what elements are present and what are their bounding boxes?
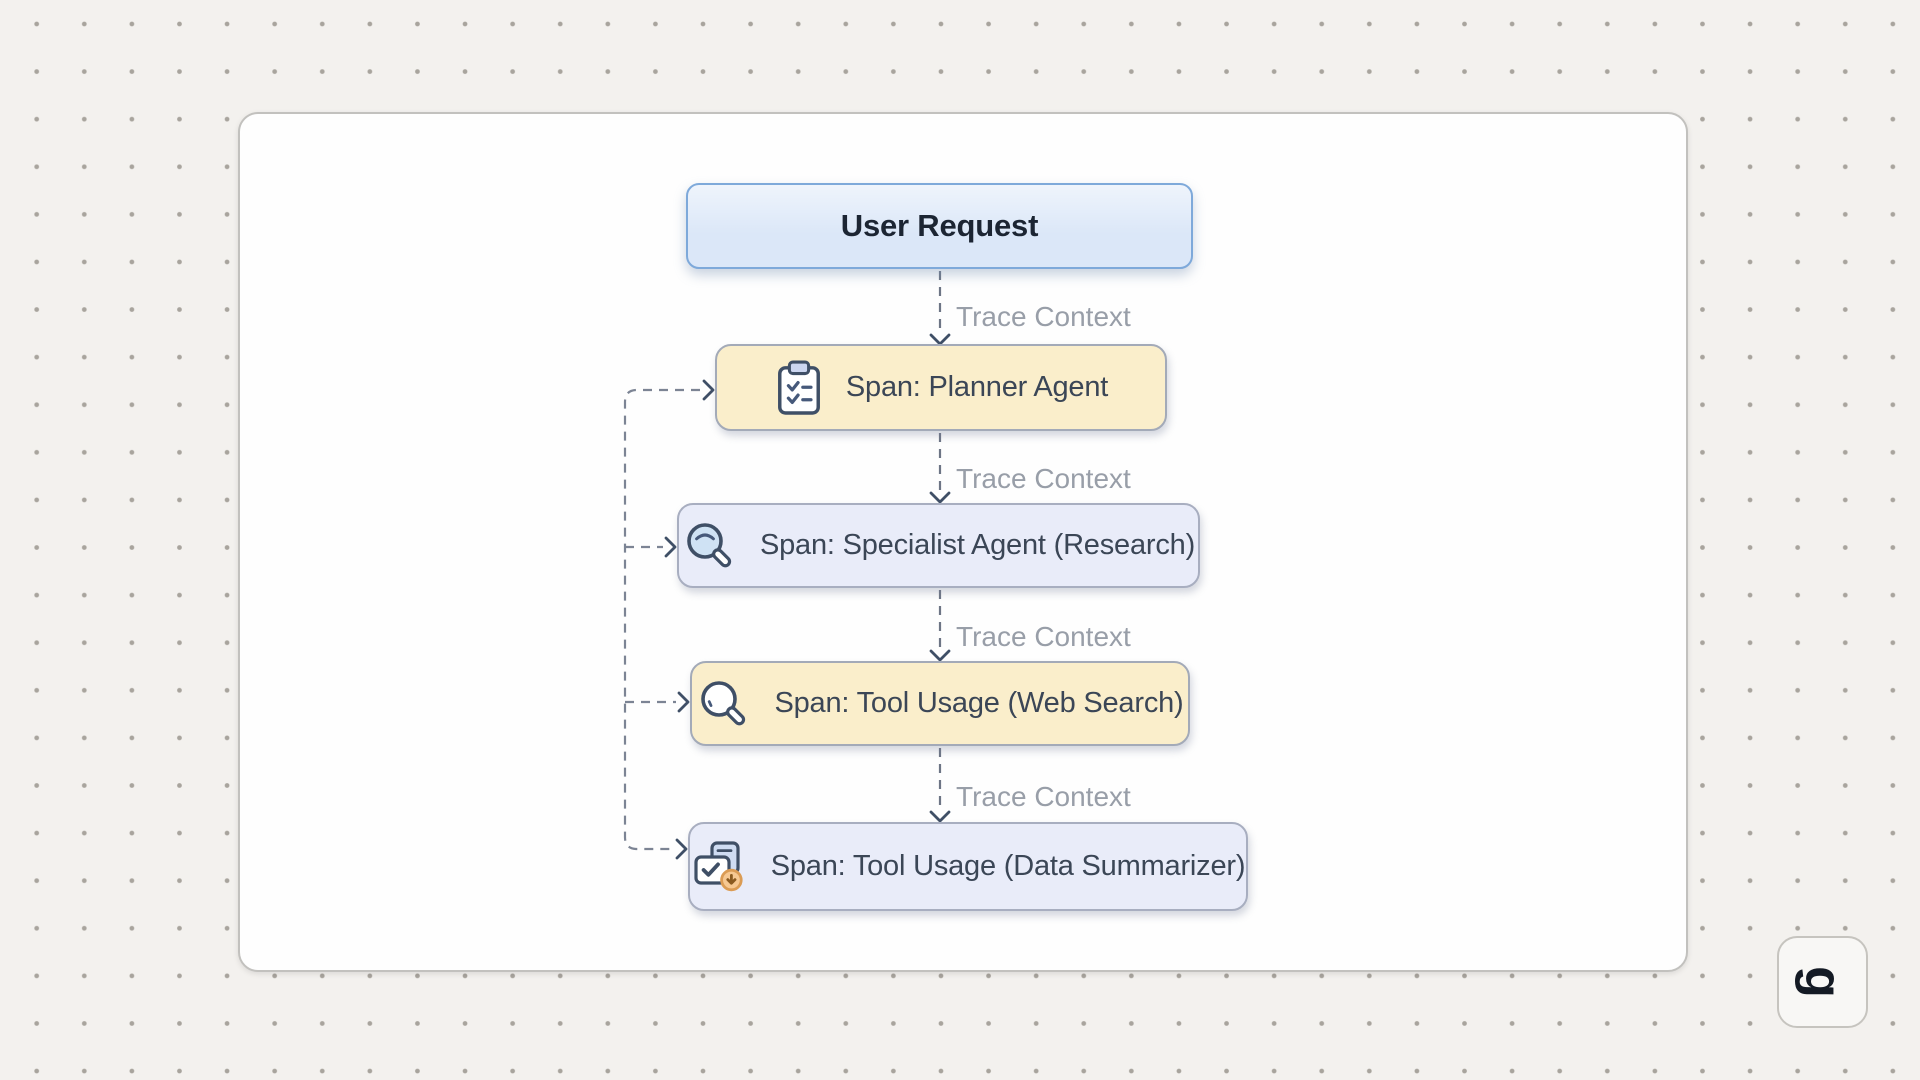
magnifier-icon [696, 678, 752, 730]
node-label: Span: Tool Usage (Web Search) [774, 687, 1184, 719]
node-span-specialist-agent-research: Span: Specialist Agent (Research) [677, 503, 1200, 588]
gamma-watermark-badge[interactable]: g [1777, 936, 1868, 1028]
node-span-planner-agent: Span: Planner Agent [715, 344, 1167, 431]
node-label: User Request [840, 208, 1039, 243]
magnifier-icon [682, 520, 738, 572]
node-user-request: User Request [686, 183, 1193, 269]
node-span-tool-usage-web-search: Span: Tool Usage (Web Search) [690, 661, 1190, 746]
node-label: Span: Tool Usage (Data Summarizer) [770, 850, 1246, 882]
edge-label-trace-context-4: Trace Context [956, 781, 1131, 812]
clipboard-checklist-icon [774, 359, 824, 417]
edge-label-trace-context-1: Trace Context [956, 301, 1131, 332]
node-label: Span: Specialist Agent (Research) [759, 529, 1196, 561]
node-span-tool-usage-data-summarizer: Span: Tool Usage (Data Summarizer) [688, 822, 1248, 911]
node-label: Span: Planner Agent [845, 371, 1109, 403]
gamma-logo-g: g [1793, 966, 1852, 998]
edge-label-trace-context-2: Trace Context [956, 463, 1131, 494]
documents-check-download-icon [691, 840, 749, 894]
edge-label-trace-context-3: Trace Context [956, 621, 1131, 652]
